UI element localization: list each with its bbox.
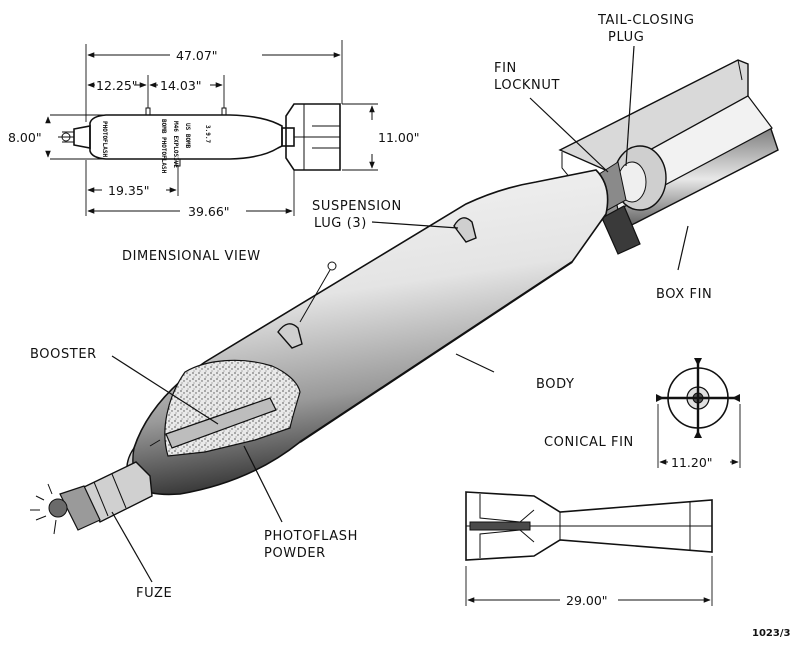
dim-nose-to-lug-label: 12.25" <box>96 78 138 93</box>
label-booster: BOOSTER <box>30 347 97 362</box>
marking-bomb-photoflash: BOMB PHOTOFLASH <box>160 119 167 174</box>
dim-body-diameter-label: 8.00" <box>8 130 42 145</box>
bomb-cutaway <box>30 59 779 535</box>
part-labels: TAIL-CLOSING PLUG FIN LOCKNUT SUSPENSION… <box>30 13 790 639</box>
leader-lines <box>111 45 689 583</box>
label-fin-locknut-1: FIN <box>494 61 517 76</box>
label-tail-closing-plug-2: PLUG <box>608 30 644 45</box>
conical-fin-side-view: 29.00" <box>465 491 713 608</box>
label-suspension-lug-2: LUG (3) <box>314 216 367 231</box>
suspension-lugs <box>277 217 477 349</box>
dimensional-view: PHOTOFLASH BOMB PHOTOFLASH M46 EXPLOSIVE… <box>8 40 420 264</box>
label-body: BODY <box>536 377 575 392</box>
label-fuze: FUZE <box>136 586 172 601</box>
dimensional-view-title: DIMENSIONAL VIEW <box>122 249 261 264</box>
dim-conical-fin-span-label: 11.20" <box>671 455 713 470</box>
dim-conical-fin-length-label: 29.00" <box>566 593 608 608</box>
label-conical-fin: CONICAL FIN <box>544 435 634 450</box>
dim-fin-height: 11.00" <box>342 103 420 171</box>
dim-nose-to-lug-bottom-label: 19.35" <box>108 183 150 198</box>
conical-fin-end-view: 11.20" <box>656 358 741 470</box>
dim-overall-length: 47.07" <box>85 40 343 122</box>
marking-explosive: M46 EXPLOSIVE <box>172 121 179 168</box>
fuze <box>30 461 153 535</box>
label-suspension-lug-1: SUSPENSION <box>312 199 402 214</box>
dim-body-diameter: 8.00" <box>8 114 104 160</box>
label-fin-locknut-2: LOCKNUT <box>494 78 560 93</box>
label-box-fin: BOX FIN <box>656 287 712 302</box>
body-markings: PHOTOFLASH BOMB PHOTOFLASH M46 EXPLOSIVE… <box>101 119 211 174</box>
marking-lot: 3.9.7 <box>204 125 211 143</box>
marking-photoflash: PHOTOFLASH <box>101 121 108 158</box>
dim-nose-to-lug-bottom: 19.35" <box>85 160 179 216</box>
dimensional-view-bomb: PHOTOFLASH BOMB PHOTOFLASH M46 EXPLOSIVE… <box>58 103 341 174</box>
marking-us-bomb: US BOMB <box>184 123 191 149</box>
dim-nose-to-fin-label: 39.66" <box>188 204 230 219</box>
dim-fin-height-label: 11.00" <box>378 130 420 145</box>
photoflash-powder-cutaway <box>149 359 301 457</box>
dim-nose-to-fin: 39.66" <box>87 170 295 219</box>
figure-reference: 1023/3 <box>752 628 790 639</box>
label-photoflash-powder-1: PHOTOFLASH <box>264 529 358 544</box>
dim-lug-spacing-label: 14.03" <box>160 78 202 93</box>
dim-lug-positions: 12.25" 14.03" <box>87 75 225 108</box>
dim-overall-length-label: 47.07" <box>176 48 218 63</box>
label-tail-closing-plug-1: TAIL-CLOSING <box>597 13 695 28</box>
label-photoflash-powder-2: POWDER <box>264 546 326 561</box>
